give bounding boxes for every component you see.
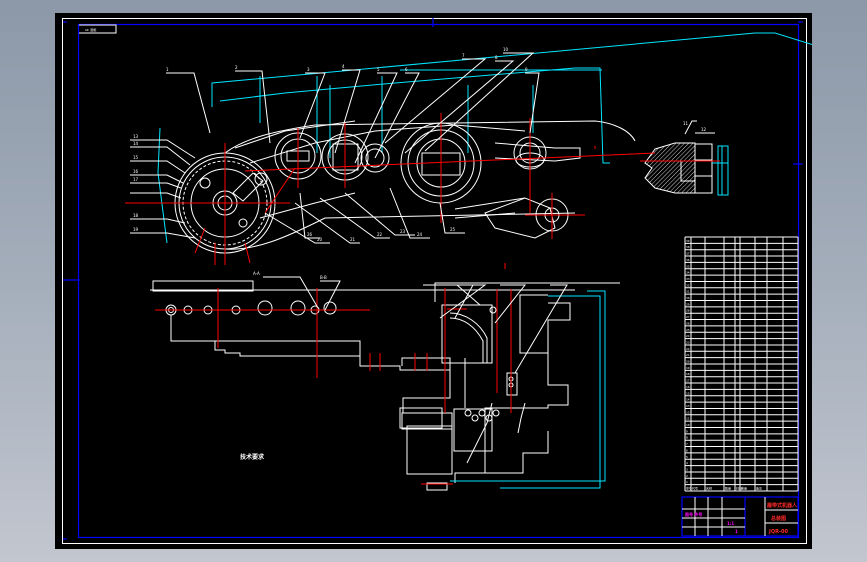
- technical-notes: 技术要求: [240, 453, 265, 461]
- parts-row-index: 13: [686, 404, 690, 408]
- corner-tag: A0 图框: [85, 27, 96, 32]
- parts-list-header-cell: 备注: [756, 486, 762, 491]
- parts-row-index: 30: [686, 296, 690, 300]
- parts-row-index: 1: [686, 480, 688, 484]
- parts-row-index: 19: [686, 366, 690, 370]
- parts-row-index: 3: [686, 467, 688, 471]
- parts-row-index: 5: [686, 455, 688, 459]
- parts-row-index: 38: [686, 245, 690, 249]
- parts-row-index: 15: [686, 391, 690, 395]
- parts-row-index: 7: [686, 442, 688, 446]
- scale: 1:1: [727, 521, 734, 526]
- leader-label: 6: [405, 67, 408, 72]
- leader-label: 2: [235, 65, 238, 70]
- leader-label: 10: [503, 47, 509, 52]
- parts-row-index: 23: [686, 340, 690, 344]
- leader-label: 14: [133, 141, 139, 146]
- leader-label: 16: [133, 169, 139, 174]
- parts-row-index: 9: [686, 429, 688, 433]
- leader-label: 23: [400, 229, 406, 234]
- parts-row-index: 37: [686, 252, 690, 256]
- parts-row-index: 39: [686, 239, 690, 243]
- leader-label: 22: [377, 232, 383, 237]
- parts-row-index: 32: [686, 283, 690, 287]
- section-label: B-B: [320, 275, 327, 280]
- leader-label: 3: [307, 67, 310, 72]
- parts-list-header-cell: 重量: [741, 486, 747, 491]
- title-block-stamp: 图号 件号: [685, 511, 702, 517]
- parts-list-header-cell: 序号: [686, 486, 692, 491]
- leader-label: 9: [525, 67, 528, 72]
- parts-row-index: 10: [686, 423, 690, 427]
- drawing-name: 履带式机器人: [767, 502, 798, 509]
- parts-row-index: 29: [686, 302, 690, 306]
- parts-row-index: 25: [686, 328, 690, 332]
- parts-row-index: 31: [686, 290, 690, 294]
- leader-label: 11: [683, 121, 689, 126]
- parts-row-index: 11: [686, 417, 690, 421]
- leader-lines-left: [130, 139, 196, 239]
- leader-label: 20: [317, 237, 323, 242]
- parts-row-index: 4: [686, 461, 688, 465]
- section-view: A-A B-B 技术要求: [150, 263, 620, 491]
- leader-label: 5: [377, 67, 380, 72]
- leader-label: 21: [350, 237, 356, 242]
- cad-drawing: A0 图框: [62, 18, 812, 544]
- parts-row-index: 36: [686, 258, 690, 262]
- leader-label: 25: [450, 227, 456, 232]
- gripper-section: [644, 142, 696, 194]
- parts-list-header-cell: 数量: [725, 486, 731, 491]
- parts-row-index: 2: [686, 474, 688, 478]
- parts-row-index: 21: [686, 353, 690, 357]
- leader-label: 1: [166, 67, 169, 72]
- leader-label: 19: [133, 227, 139, 232]
- parts-row-index: 28: [686, 309, 690, 313]
- parts-list-header-cell: 材料: [736, 486, 742, 491]
- leader-label: 24: [417, 232, 423, 237]
- leader-lines-bottom: [264, 187, 465, 244]
- drawing-label: 总装图: [771, 515, 786, 522]
- parts-row-index: 24: [686, 334, 690, 338]
- leader-label: 8: [495, 55, 498, 60]
- section-label: A-A: [253, 271, 260, 276]
- parts-row-index: 22: [686, 347, 690, 351]
- parts-row-index: 26: [686, 321, 690, 325]
- parts-list-header-cell: 代号: [692, 486, 698, 491]
- parts-row-index: 17: [686, 379, 690, 383]
- parts-row-index: 16: [686, 385, 690, 389]
- parts-row-index: 18: [686, 372, 690, 376]
- leader-label: 18: [133, 213, 139, 218]
- leader-label: 4: [342, 64, 345, 69]
- parts-row-index: 34: [686, 271, 690, 275]
- parts-list-header-cell: 名称: [706, 486, 712, 491]
- leader-label: 26: [307, 232, 313, 237]
- parts-row-index: 27: [686, 315, 690, 319]
- drawing-number: JQR-00: [768, 529, 789, 535]
- parts-row-index: 14: [686, 398, 690, 402]
- title-block: 履带式机器人 总装图 JQR-00 图号 件号 1:1 1: [681, 496, 799, 537]
- leader-label: 17: [133, 177, 139, 182]
- parts-row-index: 8: [686, 436, 688, 440]
- leader-lines-top: [166, 52, 715, 164]
- parts-list: 3938373635343332313029282726252423222120…: [684, 236, 799, 492]
- leader-label: 7: [462, 53, 465, 58]
- parts-row-index: 33: [686, 277, 690, 281]
- leader-label: 12: [701, 127, 707, 132]
- motor-housing: [441, 304, 493, 364]
- parts-row-index: 20: [686, 360, 690, 364]
- leader-label: 15: [133, 155, 139, 160]
- parts-row-index: 35: [686, 264, 690, 268]
- cad-viewport[interactable]: A0 图框: [55, 13, 812, 549]
- outer-frame: [62, 18, 807, 544]
- parts-row-index: 12: [686, 410, 690, 414]
- sheet: 1: [735, 529, 738, 534]
- parts-row-index: 6: [686, 448, 688, 452]
- leader-label: 13: [133, 134, 139, 139]
- main-assembly-view: 1 2 3 4 5 6 7 8 9 10 11 12 13 14 15 16 1…: [125, 32, 812, 265]
